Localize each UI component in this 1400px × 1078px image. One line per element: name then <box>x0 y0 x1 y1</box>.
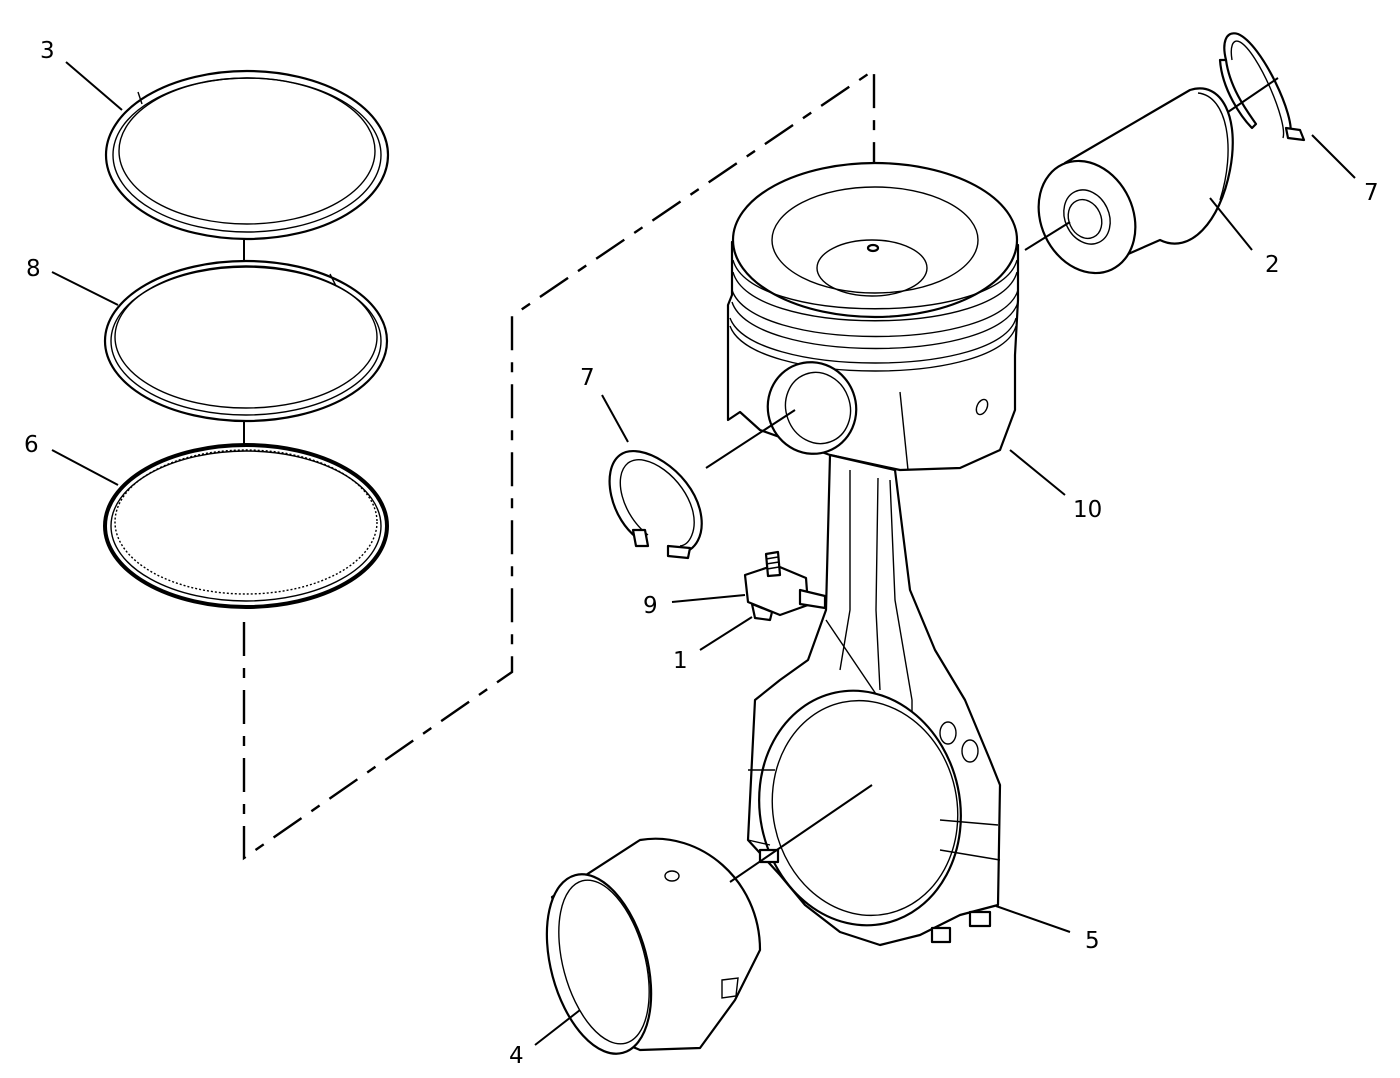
callout-3: 3 <box>40 38 55 64</box>
connecting-rod-bearing <box>545 837 762 1055</box>
callout-4: 4 <box>509 1043 524 1069</box>
callout-9: 9 <box>643 593 658 619</box>
callout-6: 6 <box>24 432 39 458</box>
assembly-centerline <box>242 67 876 861</box>
callout-7-right: 7 <box>1364 180 1379 206</box>
callout-7-left: 7 <box>580 365 595 391</box>
piston <box>726 161 1020 472</box>
callout-1: 1 <box>673 648 688 674</box>
wrist-pin <box>1037 87 1234 275</box>
callout-10: 10 <box>1073 497 1102 523</box>
callout-2: 2 <box>1265 252 1280 278</box>
piston-ring-8 <box>103 259 389 423</box>
callout-5: 5 <box>1085 928 1100 954</box>
piston-ring-6 <box>103 443 389 609</box>
callout-8: 8 <box>26 256 41 282</box>
connecting-rod <box>746 453 1002 947</box>
piston-ring-3 <box>104 69 390 241</box>
snap-ring-right <box>1218 32 1306 142</box>
oil-jet-nozzle <box>743 550 827 622</box>
leader-lines <box>51 61 1356 1046</box>
snap-ring-left <box>608 449 703 560</box>
